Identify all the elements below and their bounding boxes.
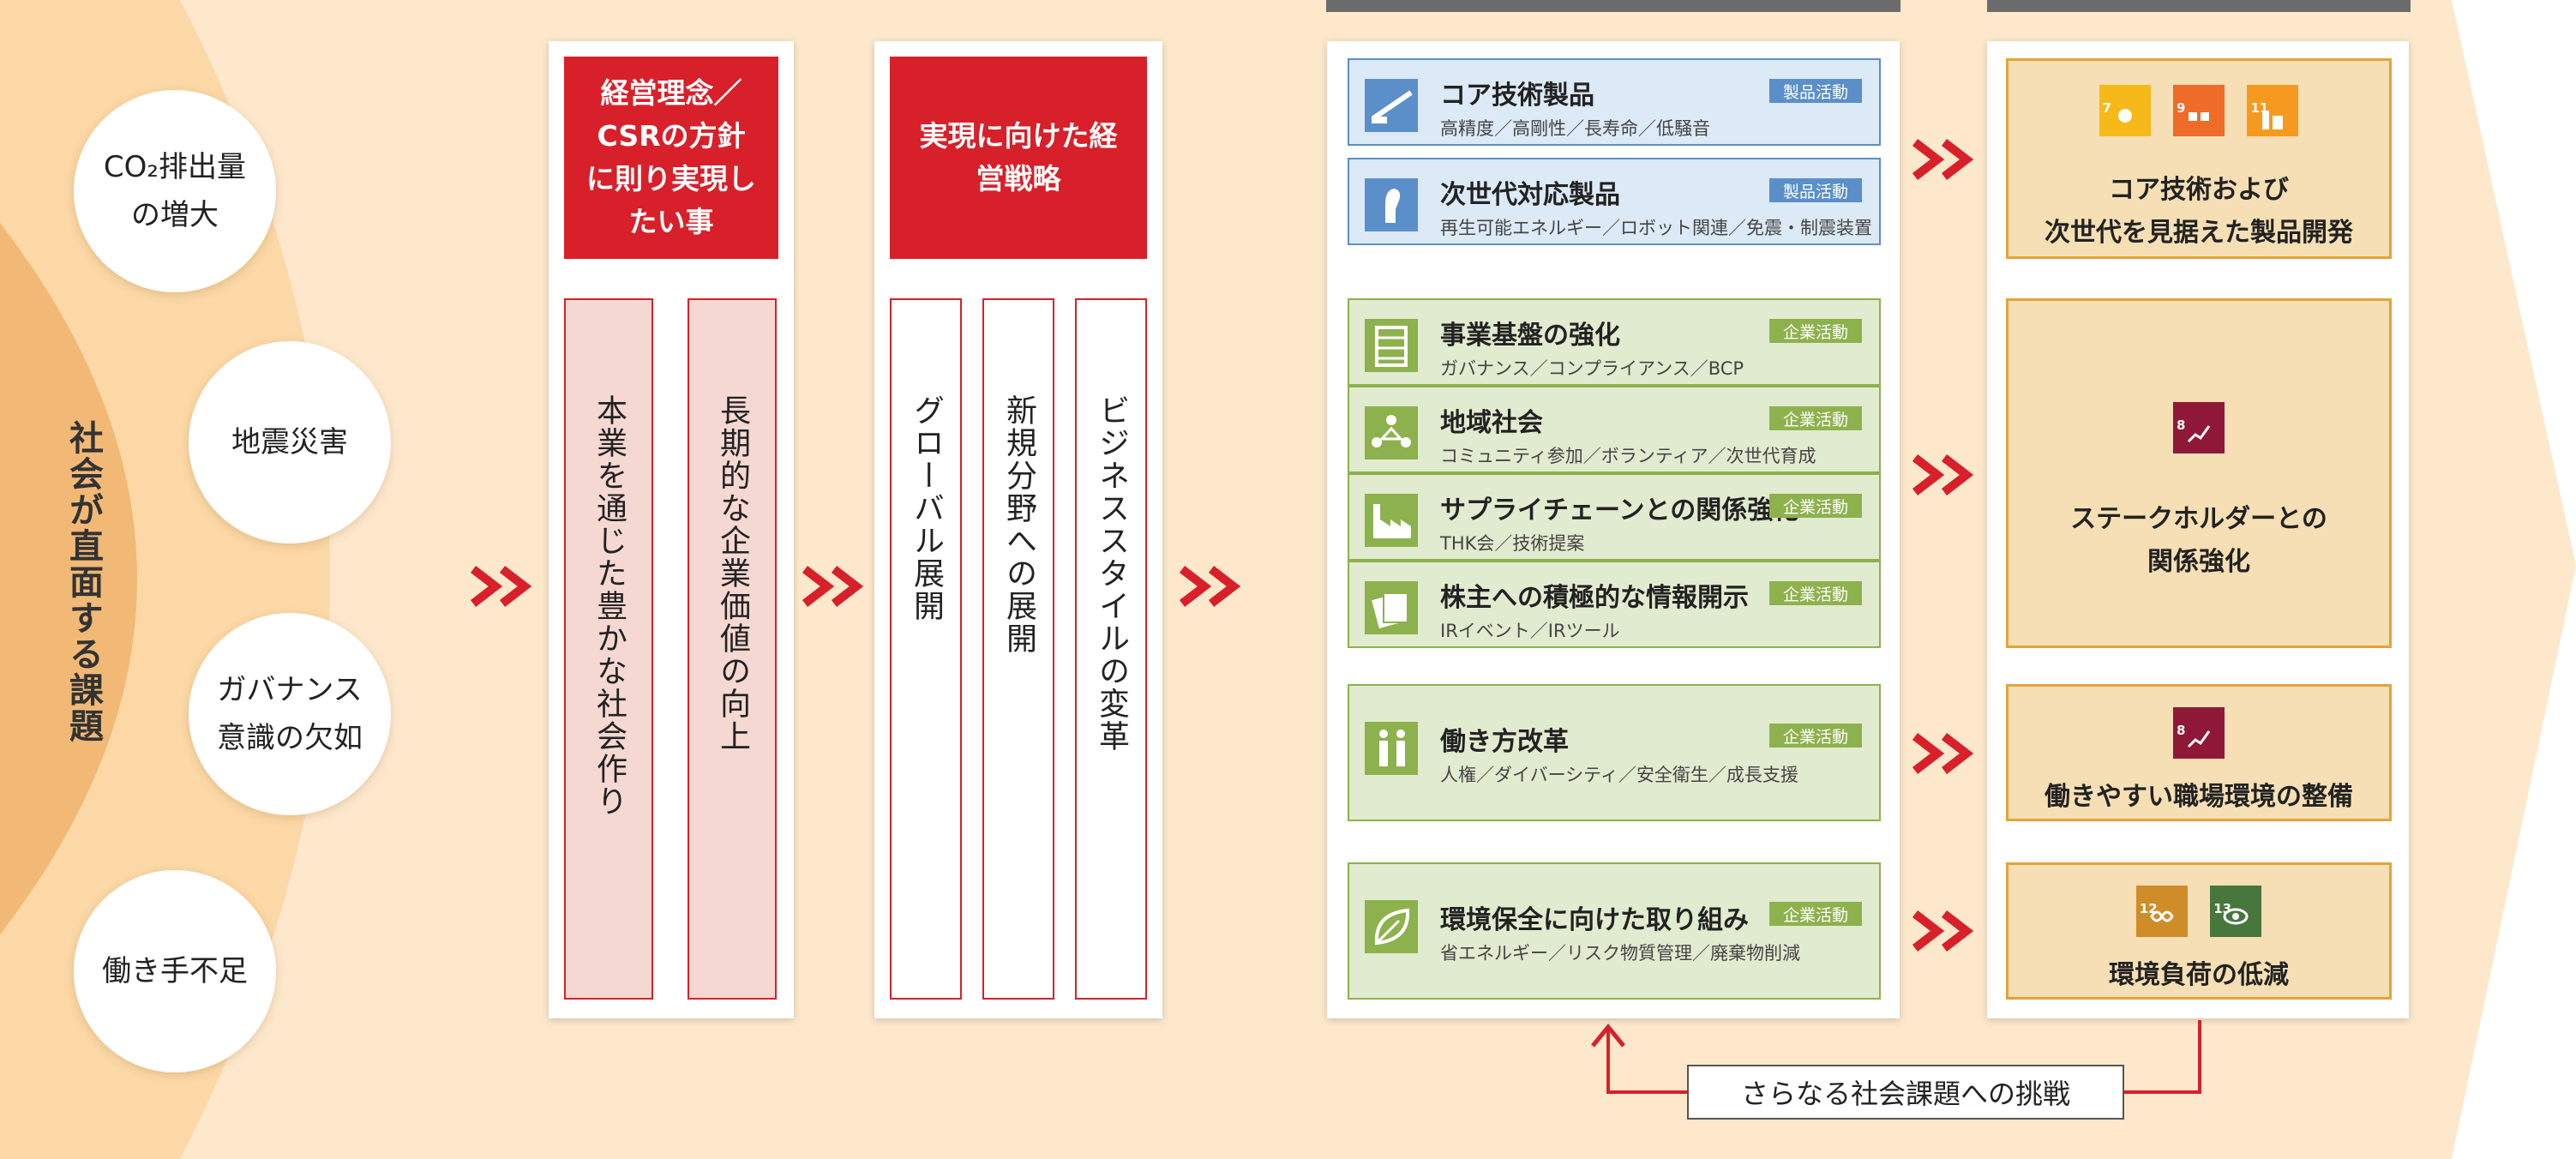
activity-title: コア技術製品 bbox=[1440, 81, 1594, 111]
activity-title: サプライチェーンとの関係強化 bbox=[1440, 495, 1799, 525]
activity-tag: 企業活動 bbox=[1769, 724, 1862, 748]
documents-icon bbox=[1365, 581, 1418, 634]
people-icon bbox=[1365, 722, 1418, 775]
sdg-9-icon: 9 bbox=[2173, 85, 2225, 136]
chevron-icon bbox=[1912, 910, 1980, 955]
building-icon bbox=[1365, 319, 1418, 372]
sdg-13-icon: 13 bbox=[2210, 886, 2262, 937]
activity-tag: 企業活動 bbox=[1769, 319, 1862, 343]
activity-subtitle: コミュニティ参加／ボランティア／次世代育成 bbox=[1440, 446, 1816, 466]
sdg-icons: 7 9 11 bbox=[2009, 85, 2389, 150]
activity-shareholders: 株主への積極的な情報開示 IRイベント／IRツール 企業活動 bbox=[1348, 561, 1881, 648]
result-text: ステークホルダーとの 関係強化 bbox=[2070, 504, 2327, 577]
activity-tag: 企業活動 bbox=[1769, 494, 1862, 518]
activity-subtitle: 省エネルギー／リスク物質管理／廃棄物削減 bbox=[1440, 943, 1800, 964]
activity-core-tech: コア技術製品 高精度／高剛性／長寿命／低騒音 製品活動 bbox=[1348, 58, 1881, 146]
sdg-12-icon: 12 bbox=[2135, 886, 2188, 937]
sdg-7-icon: 7 bbox=[2099, 85, 2151, 136]
result-product-dev: 7 9 11 コア技術および 次世代を見据えた製品開発 bbox=[2006, 58, 2392, 259]
activity-subtitle: 人権／ダイバーシティ／安全衛生／成長支援 bbox=[1440, 765, 1798, 785]
activity-environment: 環境保全に向けた取り組み 省エネルギー／リスク物質管理／廃棄物削減 企業活動 bbox=[1348, 862, 1881, 1000]
activity-title: 株主への積極的な情報開示 bbox=[1440, 583, 1749, 613]
activity-title: 事業基盤の強化 bbox=[1440, 321, 1620, 351]
activity-foundation: 事業基盤の強化 ガバナンス／コンプライアンス／BCP 企業活動 bbox=[1348, 298, 1881, 386]
strategy-column: 新規分野への展開 bbox=[982, 298, 1054, 1000]
activity-title: 次世代対応製品 bbox=[1440, 180, 1620, 210]
philosophy-title: 経営理念／CSRの方針に則り実現したい事 bbox=[564, 57, 778, 259]
chevron-icon bbox=[1912, 454, 1980, 499]
activity-title: 働き方改革 bbox=[1440, 727, 1569, 757]
chevron-icon bbox=[1912, 139, 1980, 183]
issue-earthquake: 地震災害 bbox=[189, 341, 391, 543]
philosophy-column-text: 長期的な企業価値の向上 bbox=[715, 394, 750, 753]
activity-title: 地域社会 bbox=[1440, 408, 1543, 438]
issue-governance: ガバナンス 意識の欠如 bbox=[189, 613, 391, 815]
strategy-column-text: ビジネススタイルの変革 bbox=[1094, 394, 1129, 753]
strategy-column-text: グローバル展開 bbox=[909, 394, 944, 622]
strategy-column: ビジネススタイルの変革 bbox=[1075, 298, 1147, 1000]
activity-supply-chain: サプライチェーンとの関係強化 THK会／技術提案 企業活動 bbox=[1348, 473, 1881, 561]
result-text: コア技術および 次世代を見据えた製品開発 bbox=[2045, 175, 2353, 248]
activity-subtitle: ガバナンス／コンプライアンス／BCP bbox=[1440, 358, 1744, 379]
strategy-column: グローバル展開 bbox=[890, 298, 962, 1000]
sdg-icons: 12 13 bbox=[2009, 886, 2389, 951]
philosophy-title-text: 経営理念／CSRの方針に則り実現したい事 bbox=[586, 76, 756, 238]
issue-label: ガバナンス 意識の欠如 bbox=[217, 673, 363, 755]
sdg-8-icon: 8 bbox=[2173, 707, 2225, 759]
chevron-icon bbox=[1912, 733, 1980, 778]
issue-labor-shortage: 働き手不足 bbox=[74, 870, 276, 1072]
chevron-icon bbox=[802, 566, 870, 610]
activity-tag: 製品活動 bbox=[1769, 178, 1862, 202]
issue-label: 地震災害 bbox=[231, 425, 348, 459]
activity-next-gen: 次世代対応製品 再生可能エネルギー／ロボット関連／免震・制震装置 製品活動 bbox=[1348, 158, 1881, 245]
sdg-icons: 8 bbox=[2009, 707, 2389, 772]
activity-tag: 製品活動 bbox=[1769, 79, 1862, 103]
result-text: 働きやすい職場環境の整備 bbox=[2045, 782, 2353, 812]
activity-tag: 企業活動 bbox=[1769, 581, 1862, 605]
sdg-icons: 8 bbox=[2009, 402, 2389, 467]
leaf-icon bbox=[1365, 900, 1418, 953]
activity-subtitle: 再生可能エネルギー／ロボット関連／免震・制震装置 bbox=[1440, 218, 1872, 238]
feedback-loop-arrow bbox=[1591, 1020, 2201, 1094]
philosophy-column: 本業を通じた豊かな社会作り bbox=[564, 298, 653, 1000]
strategy-column-text: 新規分野への展開 bbox=[1001, 394, 1036, 655]
activity-title: 環境保全に向けた取り組み bbox=[1440, 905, 1749, 935]
activity-subtitle: IRイベント／IRツール bbox=[1440, 621, 1620, 641]
activity-community: 地域社会 コミュニティ参加／ボランティア／次世代育成 企業活動 bbox=[1348, 386, 1881, 473]
community-icon bbox=[1365, 406, 1418, 459]
strategy-title: 実現に向けた経営戦略 bbox=[890, 57, 1147, 259]
result-environment: 12 13 環境負荷の低減 bbox=[2006, 862, 2392, 1000]
activity-tag: 企業活動 bbox=[1769, 406, 1862, 430]
issue-co2: CO₂排出量 の増大 bbox=[74, 90, 276, 292]
chevron-icon bbox=[470, 566, 538, 610]
issues-title: 社会が直面する課題 bbox=[63, 420, 103, 744]
activity-subtitle: THK会／技術提案 bbox=[1440, 533, 1585, 554]
philosophy-column: 長期的な企業価値の向上 bbox=[688, 298, 777, 1000]
result-workplace: 8 働きやすい職場環境の整備 bbox=[2006, 684, 2392, 821]
result-text: 環境負荷の低減 bbox=[2109, 960, 2289, 990]
result-stakeholders: 8 ステークホルダーとの 関係強化 bbox=[2006, 298, 2392, 648]
factory-icon bbox=[1365, 494, 1418, 547]
philosophy-column-text: 本業を通じた豊かな社会作り bbox=[591, 394, 627, 818]
sdg-11-icon: 11 bbox=[2247, 85, 2299, 136]
activity-work-style: 働き方改革 人権／ダイバーシティ／安全衛生／成長支援 企業活動 bbox=[1348, 684, 1881, 821]
challenge-label: さらなる社会課題への挑戦 bbox=[1687, 1065, 2124, 1120]
strategy-title-text: 実現に向けた経営戦略 bbox=[919, 119, 1118, 195]
activity-subtitle: 高精度／高剛性／長寿命／低騒音 bbox=[1440, 118, 1710, 139]
chevron-icon bbox=[1179, 566, 1247, 610]
sdg-8-icon: 8 bbox=[2173, 402, 2225, 453]
issue-label: 働き手不足 bbox=[102, 954, 248, 988]
activity-tag: 企業活動 bbox=[1769, 902, 1862, 926]
robot-hand-icon bbox=[1365, 178, 1418, 231]
issue-label: CO₂排出量 の増大 bbox=[103, 150, 247, 232]
rail-icon bbox=[1365, 79, 1418, 132]
